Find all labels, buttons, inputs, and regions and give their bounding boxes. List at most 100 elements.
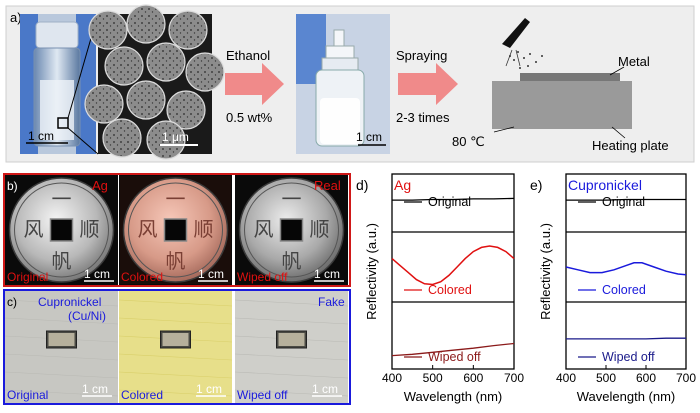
x-axis-label: Wavelength (nm) <box>404 389 503 404</box>
coin-character: 一 <box>282 189 302 211</box>
plate-texture <box>4 299 119 307</box>
sem-sphere-pores <box>170 12 206 48</box>
x-tick-label: 500 <box>596 371 616 385</box>
x-tick-label: 500 <box>423 371 443 385</box>
series-label: Wiped off <box>602 350 655 364</box>
panel-b-tag-right: Real <box>314 178 341 193</box>
sem-image: 1 μm <box>84 4 225 160</box>
x-tick-label: 400 <box>556 371 576 385</box>
arrow-ethanol: Ethanol 0.5 wt% <box>225 48 284 125</box>
series-line <box>566 337 686 340</box>
panel-b-frame <box>3 173 351 287</box>
plate-texture <box>234 299 349 307</box>
x-tick-label: 700 <box>504 371 524 385</box>
zoom-line-bottom <box>67 127 99 155</box>
y-axis-label: Reflectivity (a.u.) <box>538 223 553 320</box>
metal-stamp-face <box>278 333 305 346</box>
coin-rim <box>244 182 339 278</box>
vial-photo: 1 cm <box>20 14 96 154</box>
panel-b-caption: Colored <box>121 270 163 284</box>
sem-sphere-pores <box>90 12 126 48</box>
sem-sphere-pores <box>128 6 164 42</box>
sem-sphere-pores <box>187 54 223 90</box>
panel-a: a) 1 cm 1 μm Ethanol 0.5 wt% <box>5 4 695 163</box>
arrow-ethanol-label: Ethanol <box>226 48 270 63</box>
series-label: Wiped off <box>428 350 481 364</box>
series-line <box>391 342 515 357</box>
panel-c-scale-label: 1 cm <box>312 382 338 396</box>
heating-plate-label: Heating plate <box>592 138 669 153</box>
plate-texture <box>4 353 119 361</box>
heating-schematic: Metal 80 ℃ Heating plate <box>452 18 669 153</box>
coin-character: 顺 <box>80 219 100 241</box>
sem-sphere-pores <box>106 48 142 84</box>
chart-frame <box>565 173 687 370</box>
chart-frame <box>391 173 515 370</box>
metal-stamp-face <box>162 333 189 346</box>
spray-nozzle-icon <box>502 18 530 48</box>
panel-c-frame <box>3 289 351 405</box>
panel-b-label: b) <box>7 179 18 193</box>
plate-texture <box>118 371 233 379</box>
panel-c-caption: Colored <box>121 388 163 402</box>
coin-character: 顺 <box>194 219 214 241</box>
metal-sheet <box>520 73 620 81</box>
series-line <box>391 245 515 286</box>
series-line <box>392 197 515 201</box>
plate-texture <box>4 317 119 325</box>
chart-title: Cupronickel <box>568 177 642 193</box>
x-tick-label: 400 <box>382 371 402 385</box>
panel-c-scale-label: 1 cm <box>82 382 108 396</box>
chart-panel-label: d) <box>356 177 368 193</box>
coin-character: 帆 <box>52 250 72 273</box>
plate-texture <box>234 371 349 379</box>
vial-scale-label: 1 cm <box>28 129 54 143</box>
coin-rim <box>14 182 109 278</box>
coin-square-hole <box>49 218 74 242</box>
panel-c-tag2: (Cu/Ni) <box>68 309 106 323</box>
metal-stamp-face <box>48 333 75 346</box>
series-line <box>565 262 687 276</box>
coin-character: 一 <box>166 189 186 211</box>
panel-b-scale-label: 1 cm <box>198 267 224 281</box>
coin-square-hole <box>163 218 188 242</box>
coin-rim <box>128 182 223 278</box>
sem-sphere-pores <box>148 122 184 158</box>
panel-a-label: a) <box>10 10 22 25</box>
sem-sphere-pores <box>86 86 122 122</box>
series-label: Original <box>602 195 645 209</box>
panel-c-caption: Wiped off <box>237 388 288 402</box>
coin-character: 风 <box>138 219 158 241</box>
arrow-spraying: Spraying 2-3 times <box>396 48 458 125</box>
sprayer-photo: 1 cm <box>296 14 390 154</box>
series-label: Colored <box>602 283 646 297</box>
sem-scale-label: 1 μm <box>162 130 189 144</box>
arrow-spraying-label: Spraying <box>396 48 447 63</box>
x-tick-label: 600 <box>636 371 656 385</box>
plate-texture <box>234 317 349 325</box>
series-label: Colored <box>428 283 472 297</box>
panel-b-scale-label: 1 cm <box>84 267 110 281</box>
chart-title: Ag <box>394 177 411 193</box>
panel-c-scale-label: 1 cm <box>196 382 222 396</box>
coin-square-hole <box>279 218 304 242</box>
coin-character: 风 <box>24 219 44 241</box>
zoom-box <box>57 117 69 129</box>
coin-character: 风 <box>254 219 274 241</box>
x-tick-label: 600 <box>463 371 483 385</box>
coin-character: 顺 <box>310 219 330 241</box>
panel-b-tag: Ag <box>92 178 108 193</box>
plate-texture <box>118 299 233 307</box>
x-tick-label: 700 <box>676 371 696 385</box>
plate-texture <box>234 389 349 397</box>
metal-label: Metal <box>618 54 650 69</box>
arrow-concentration-label: 0.5 wt% <box>226 110 273 125</box>
panel-c-caption: Original <box>7 388 48 402</box>
series-label: Original <box>428 195 471 209</box>
